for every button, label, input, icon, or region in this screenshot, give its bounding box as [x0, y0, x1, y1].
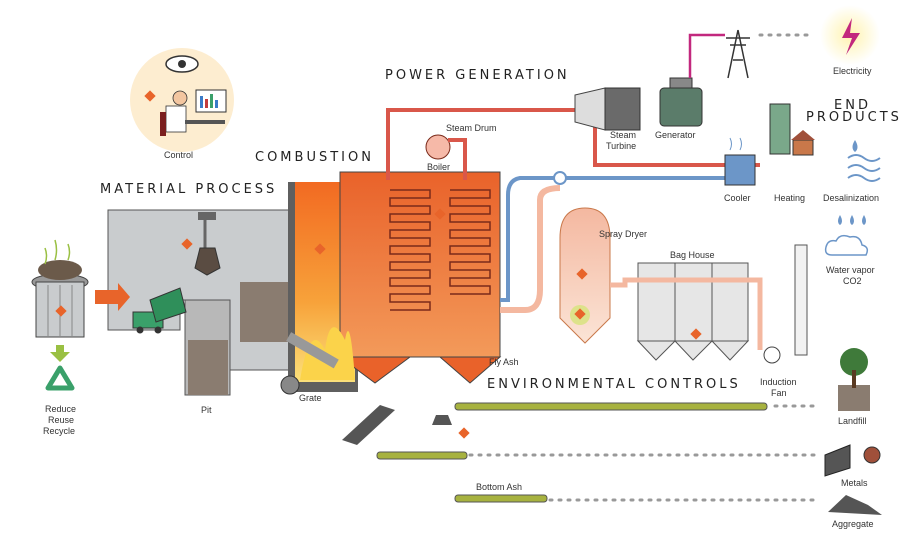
label-aggregate: Aggregate — [832, 519, 874, 529]
diamond-markers — [55, 90, 702, 439]
section-combustion: COMBUSTION — [255, 150, 374, 165]
bottom-ash-conveyor-1 — [376, 451, 468, 460]
label-desalinization: Desalinization — [823, 193, 880, 203]
label-fly-ash: Fly Ash — [489, 357, 519, 367]
label-reuse: Reuse — [48, 415, 75, 425]
control-station-icon — [130, 48, 234, 152]
label-steam-turbine-1: Steam — [610, 130, 637, 140]
trash-can-icon — [31, 239, 89, 338]
landfill-icon — [838, 348, 870, 411]
section-end-products-line2: PRODUCTS — [806, 110, 902, 125]
transmission-tower-icon — [726, 29, 750, 79]
ash-chute — [342, 405, 395, 445]
fly-ash-conveyor — [454, 402, 768, 411]
induction-fan-icon — [763, 346, 781, 364]
heating-buildings-icon — [769, 103, 815, 156]
label-recycle: Recycle — [43, 426, 76, 436]
recycle-icon — [45, 365, 75, 391]
output-dotted-lines — [468, 33, 820, 502]
boiler-tubes — [389, 189, 491, 311]
bag-house-duct — [610, 277, 763, 350]
label-landfill: Landfill — [838, 416, 867, 426]
steam-turbine — [574, 87, 641, 131]
bottom-ash-conveyor-2 — [454, 494, 548, 503]
water-pipes — [500, 176, 745, 302]
section-power-generation: POWER GENERATION — [385, 68, 570, 83]
aggregate-icon — [828, 495, 882, 515]
steam-pipes — [386, 108, 760, 180]
label-electricity: Electricity — [833, 66, 872, 76]
stack — [794, 244, 808, 356]
combustion-furnace — [280, 171, 502, 395]
label-control: Control — [164, 150, 194, 160]
cooler-icon — [724, 137, 756, 186]
label-bottom-ash: Bottom Ash — [476, 482, 523, 492]
section-end-products-line1: END — [834, 98, 871, 113]
label-generator: Generator — [655, 130, 696, 140]
label-cooler: Cooler — [724, 193, 751, 203]
label-grate: Grate — [299, 393, 322, 403]
label-co2: CO2 — [843, 276, 862, 286]
label-heating: Heating — [774, 193, 806, 203]
desalinization-icon — [847, 140, 881, 182]
power-line — [688, 33, 725, 78]
pump-icon — [553, 171, 567, 185]
label-steam-turbine-2: Turbine — [606, 141, 637, 151]
magnet-icon — [432, 415, 452, 425]
label-pit: Pit — [201, 405, 212, 415]
section-environmental-controls: ENVIRONMENTAL CONTROLS — [487, 377, 741, 392]
bag-house — [636, 262, 750, 361]
flue-duct — [500, 185, 561, 313]
garbage-truck-icon — [132, 287, 187, 334]
label-bag-house: Bag House — [670, 250, 715, 260]
section-material-process: MATERIAL PROCESS — [100, 182, 278, 197]
label-spray-dryer: Spray Dryer — [599, 229, 648, 239]
water-vapor-icon — [824, 215, 869, 256]
material-process-building — [107, 209, 291, 396]
label-steam-drum: Steam Drum — [446, 123, 497, 133]
label-boiler: Boiler — [427, 162, 451, 172]
label-induction-fan-2: Fan — [771, 388, 787, 398]
label-water-vapor: Water vapor — [826, 265, 875, 275]
label-reduce: Reduce — [45, 404, 77, 414]
generator — [659, 77, 703, 127]
lightning-icon — [842, 18, 860, 55]
arrow-right-icon — [95, 283, 130, 311]
label-metals: Metals — [841, 478, 868, 488]
metals-icon — [824, 444, 881, 477]
steam-drum — [425, 134, 451, 160]
arrow-down-icon — [50, 345, 70, 362]
label-induction-fan-1: Induction — [760, 377, 797, 387]
